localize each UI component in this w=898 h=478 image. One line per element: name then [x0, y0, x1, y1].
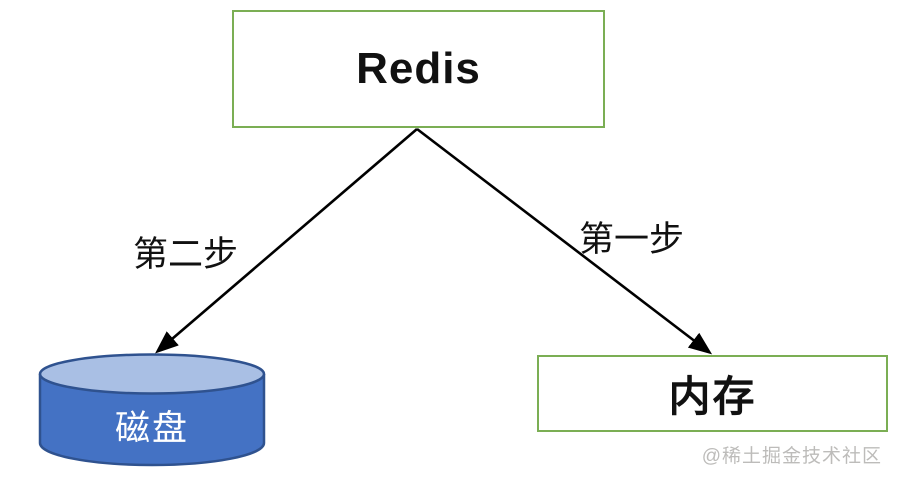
- node-memory-label: 内存: [668, 373, 757, 420]
- node-redis: Redis: [232, 10, 605, 128]
- node-disk-cylinder: 磁盘: [38, 352, 266, 468]
- node-disk-label: 磁盘: [114, 409, 189, 448]
- cylinder-shape-icon: [38, 353, 266, 467]
- edge-label-step1: 第一步: [579, 220, 685, 259]
- node-memory: 内存: [537, 355, 888, 432]
- watermark: @稀土掘金技术社区: [701, 446, 882, 467]
- node-redis-label: Redis: [356, 44, 481, 93]
- edge-label-step2: 第二步: [133, 235, 239, 274]
